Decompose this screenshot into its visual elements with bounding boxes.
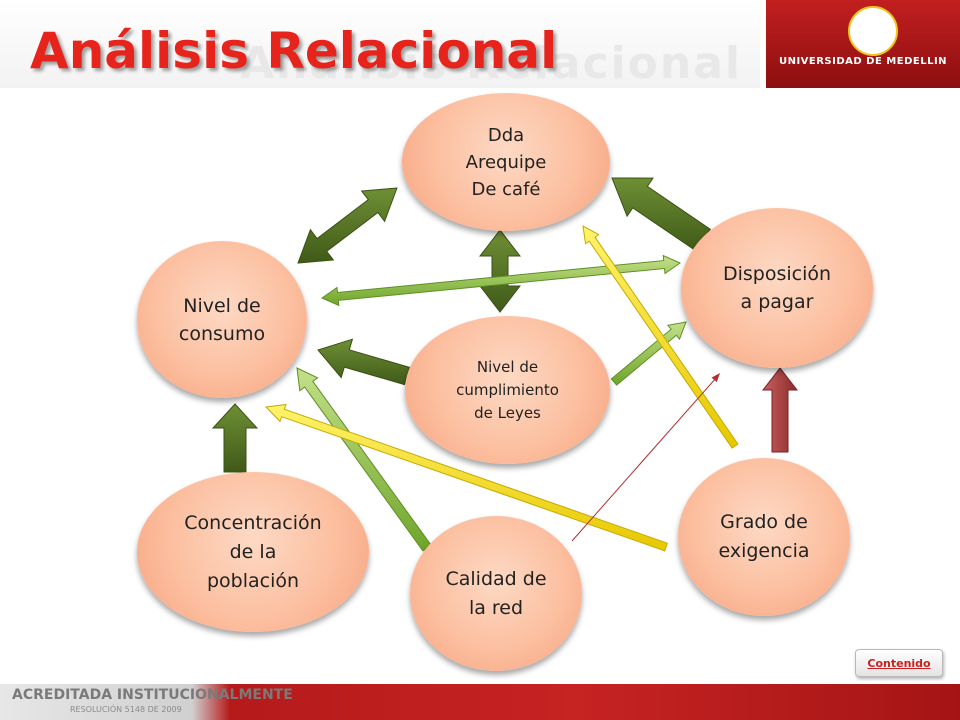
- resolution-text: RESOLUCIÓN 5148 DE 2009: [70, 705, 182, 714]
- arrow-dda-consumo: [297, 187, 398, 264]
- university-seal-icon: [848, 6, 898, 56]
- arrow-consumo-disposicion: [320, 254, 682, 307]
- accreditation-text: ACREDITADA INSTITUCIONALMENTE: [12, 687, 293, 703]
- header-band: Análisis Relacional: [0, 0, 760, 89]
- arrow-grado-dda: [582, 225, 739, 449]
- node-disposicion-label: Disposición a pagar: [722, 263, 832, 313]
- node-dda-label: Dda Arequipe De café: [465, 124, 547, 200]
- arrow-dda-cumplimiento: [478, 229, 522, 313]
- arrow-calidad-disposicion: [571, 377, 717, 542]
- node-concentracion-poblacion: Concentración de la población: [137, 472, 369, 632]
- arrow-concentracion-consumo: [211, 403, 259, 473]
- node-cumplimiento-leyes: Nivel de cumplimiento de Leyes: [405, 316, 610, 464]
- node-calidad-label: Calidad de la red: [445, 567, 547, 619]
- arrow-grado-consumo: [264, 403, 668, 552]
- node-calidad-red: Calidad de la red: [410, 516, 582, 671]
- arrow-cumplimiento-disposicion: [610, 321, 687, 386]
- node-cumplimiento-label: Nivel de cumplimiento de Leyes: [456, 357, 559, 422]
- arrowhead-calidad-disposicion: [702, 373, 720, 394]
- node-grado-label: Grado de exigencia: [718, 511, 810, 562]
- arrow-calidad-consumo: [296, 367, 432, 552]
- node-concentracion-label: Concentración de la población: [184, 511, 322, 592]
- arrow-grado-disposicion: [761, 367, 799, 453]
- arrow-disposicion-dda: [611, 177, 711, 252]
- arrow-cumplimiento-consumo: [317, 338, 411, 386]
- node-dda-arequipe: Dda Arequipe De café: [402, 93, 610, 231]
- header-banner-watermark: Análisis Relacional: [240, 38, 742, 89]
- university-logo: UNIVERSIDAD DE MEDELLIN: [766, 0, 960, 88]
- contenido-button[interactable]: Contenido: [855, 649, 943, 677]
- node-grado-exigencia: Grado de exigencia: [678, 458, 850, 616]
- node-nivel-consumo: Nivel de consumo: [137, 241, 307, 398]
- logo-text: UNIVERSIDAD DE MEDELLIN: [778, 56, 948, 67]
- footer-band: ACREDITADA INSTITUCIONALMENTE RESOLUCIÓN…: [0, 684, 960, 720]
- node-disposicion-pagar: Disposición a pagar: [681, 208, 873, 368]
- page-title: Análisis Relacional: [30, 22, 558, 80]
- node-nivel-consumo-label: Nivel de consumo: [178, 294, 266, 345]
